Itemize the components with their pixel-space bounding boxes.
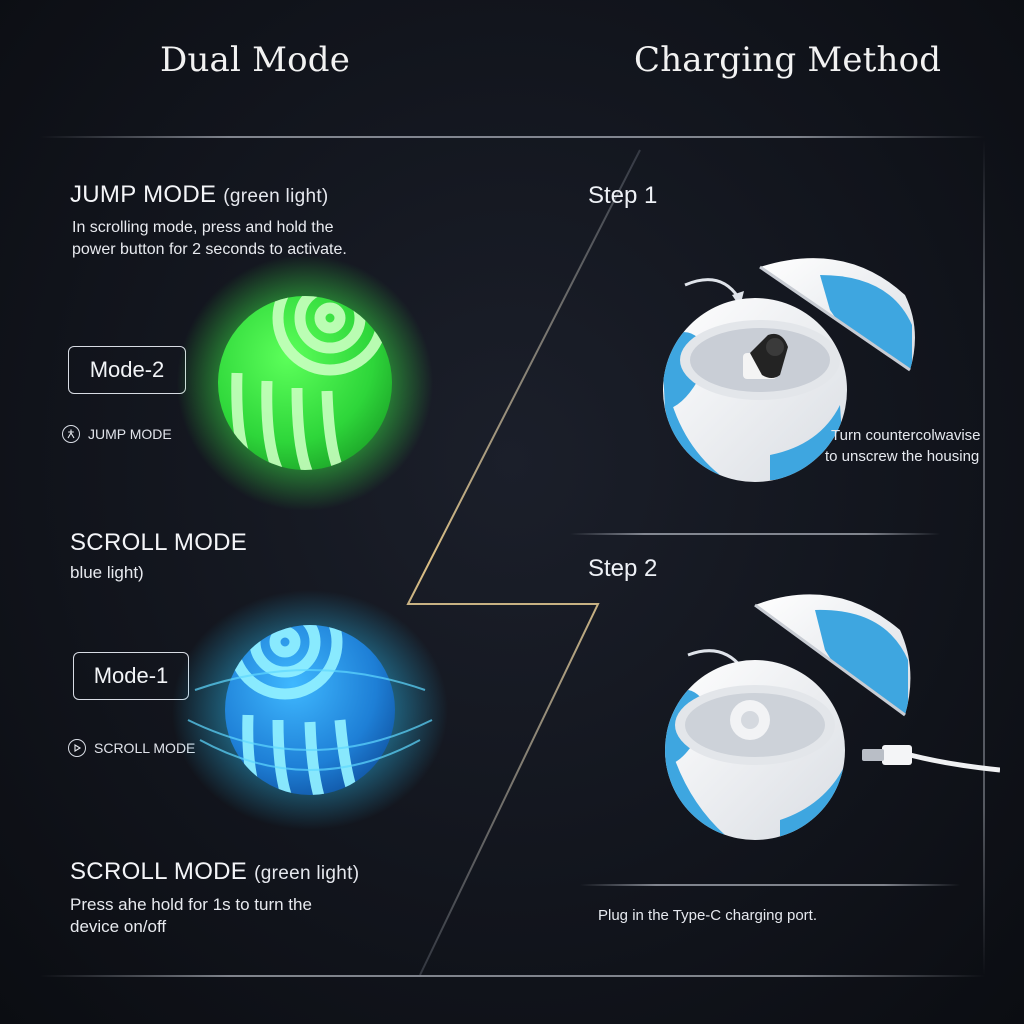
step2-caption: Plug in the Type-C charging port. [598, 907, 818, 924]
step-separator-line [570, 533, 940, 535]
dual-mode-heading: Dual Mode [160, 40, 351, 80]
mode-1-label-box: Mode-1 [73, 652, 189, 700]
scroll-mode-description: blue light) [70, 563, 144, 582]
scroll-mode-title: SCROLL MODE [70, 529, 248, 556]
jump-mode-subtitle: (green light) [223, 186, 329, 207]
step1-caption: Turn countercolwavise to unscrew the hou… [825, 425, 981, 467]
jump-desc-line2: power button for 2 seconds to activate. [72, 241, 347, 258]
jump-mode-indicator-label: JUMP MODE [88, 426, 172, 442]
scroll-mode-green-subtitle: (green light) [254, 863, 360, 884]
step-2-label: Step 2 [588, 555, 658, 582]
step-1-label: Step 1 [588, 182, 658, 209]
charging-method-heading: Charging Method [634, 40, 942, 80]
scroll-mode-green-title: SCROLL MODE (green light) [70, 858, 360, 885]
step1-caption-line1: Turn countercolwavise [831, 427, 981, 444]
step1-caption-line2: to unscrew the housing [825, 448, 980, 465]
jump-mode-title: JUMP MODE (green light) [70, 181, 329, 208]
scroll-green-desc-line1: Press ahe hold for 1s to turn the [70, 895, 312, 914]
scroll-mode-indicator-label: SCROLL MODE [94, 740, 196, 756]
blue-glowing-ball [172, 590, 448, 830]
green-glowing-ball [177, 255, 433, 511]
step1-opened-ball-illustration [663, 258, 915, 482]
jump-mode-description: In scrolling mode, press and hold the po… [72, 217, 347, 261]
bottom-frame-line [40, 975, 985, 977]
step2-opened-ball-illustration [665, 594, 1000, 840]
scroll-green-desc-line2: device on/off [70, 917, 167, 936]
top-frame-line [40, 136, 985, 138]
scroll-mode-indicator: SCROLL MODE [68, 739, 195, 757]
figure-icon [62, 425, 80, 443]
play-icon [68, 739, 86, 757]
step2-bottom-line [580, 884, 960, 886]
mode-2-label-box: Mode-2 [68, 346, 186, 394]
jump-desc-line1: In scrolling mode, press and hold the [72, 219, 334, 236]
scroll-mode-green-description: Press ahe hold for 1s to turn the device… [70, 894, 312, 938]
jump-mode-indicator: JUMP MODE [62, 425, 172, 443]
right-frame-line [983, 140, 985, 975]
